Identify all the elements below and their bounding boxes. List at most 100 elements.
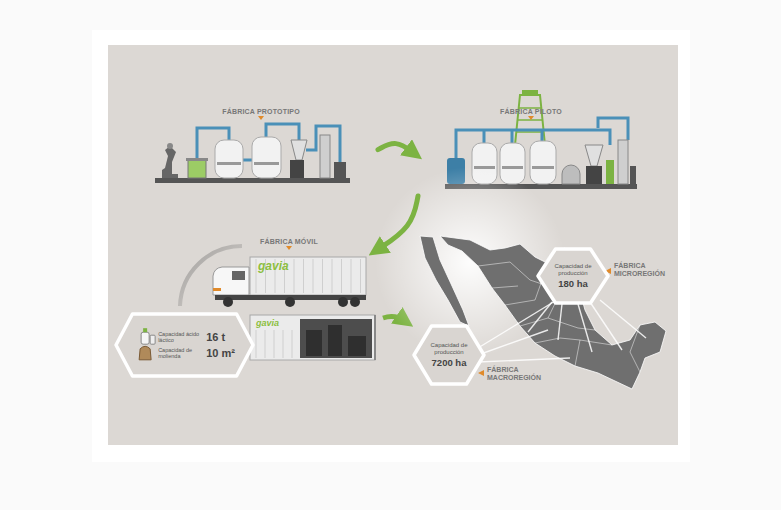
- prototype-factory-illustration-part: [291, 140, 307, 160]
- bottle-icon: [141, 332, 149, 344]
- trailer-rib: [322, 259, 323, 293]
- capacity-value: 180 ha: [550, 278, 596, 289]
- marker-triangle: [286, 246, 292, 250]
- pilot-factory-illustration-part: [484, 130, 542, 143]
- container-rib: [265, 330, 266, 358]
- hexagon-content: Capacidad de producción180 ha: [550, 263, 596, 290]
- capacity-value: 10 m²: [206, 347, 235, 359]
- mobile-factory-illustration-part: [374, 315, 376, 360]
- product-icons: [139, 328, 155, 360]
- pilot-factory-illustration-part: [585, 145, 603, 166]
- marker-triangle: [478, 370, 484, 376]
- trailer-rib: [303, 259, 304, 293]
- trailer-ribs: [256, 259, 361, 293]
- capacity-hexagon: Capacidad ácido láctico 16 t Capacidad de …: [116, 314, 253, 376]
- capacity-hexagon: Capacidad de producción180 ha: [538, 249, 608, 303]
- pilot-factory-illustration-part: [522, 90, 538, 96]
- capacity-label: Capacidad de molienda: [158, 347, 202, 360]
- factory-label: FÁBRICA MICROREGIÓN: [614, 262, 672, 278]
- container-rib: [283, 330, 284, 358]
- prototype-factory-illustration-part: [188, 160, 206, 178]
- mexico-map-part: [478, 298, 646, 362]
- prototype-factory-illustration-part: [290, 160, 304, 178]
- stage-heading: FÁBRICA MÓVIL: [205, 238, 373, 245]
- mexico-map-part: [590, 302, 622, 350]
- mobile-factory-illustration-part: [232, 271, 245, 280]
- prototype-factory-illustration-part: [217, 162, 241, 165]
- mobile-factory-illustration-part: [213, 288, 221, 291]
- pilot-factory-illustration-part: [502, 166, 523, 169]
- hexagon-outline: [538, 249, 608, 303]
- stage-heading: FÁBRICA PILOTO: [420, 108, 642, 115]
- prototype-factory-illustration-part: [254, 162, 279, 165]
- capacity-label: Capacidad de producción: [550, 263, 596, 277]
- hexagon-outline: [414, 326, 484, 384]
- marker-triangle: [258, 116, 264, 120]
- prototype-factory-illustration-part: [162, 146, 178, 178]
- pilot-factory-illustration-part: [598, 118, 628, 140]
- mobile-factory-illustration-part: [250, 315, 375, 360]
- container-ribs: [256, 330, 292, 358]
- frame-part: [108, 45, 678, 445]
- stage-heading: FÁBRICA PROTOTIPO: [150, 108, 372, 115]
- prototype-factory-illustration-part: [215, 140, 243, 178]
- mobile-factory-illustration-part: [350, 297, 360, 307]
- capacity-label: Capacidad de producción: [426, 342, 472, 356]
- mexico-map-part: [478, 330, 548, 355]
- hexagon-outline: [414, 326, 484, 384]
- prototype-factory-illustration-part: [167, 143, 173, 149]
- bottle-cap: [143, 328, 147, 332]
- hexagon-content: Capacidad de producción7200 ha: [426, 342, 472, 369]
- mobile-factory-illustration-part: [250, 257, 366, 295]
- hexagon-outline: [116, 314, 253, 376]
- frame-part: [92, 30, 690, 462]
- trailer-rib: [332, 259, 333, 293]
- trailer-rib: [341, 259, 342, 293]
- pilot-factory-illustration-part: [562, 165, 580, 184]
- pilot-factory-illustration-part: [630, 166, 636, 184]
- mexico-map-part: [478, 252, 640, 372]
- sack-icon: [139, 346, 151, 360]
- prototype-factory-illustration: [155, 124, 350, 183]
- pilot-factory-illustration-part: [532, 166, 554, 169]
- pilot-factory-illustration-part: [606, 160, 614, 184]
- mobile-factory-illustration-part: [285, 297, 295, 307]
- flow-arrow: [377, 196, 418, 250]
- factory-label: FÁBRICA MACROREGIÓN: [487, 366, 545, 382]
- capacity-value: 16 t: [206, 331, 225, 343]
- mobile-factory-illustration-part: [328, 325, 342, 356]
- brand-logo: gavia: [256, 318, 279, 328]
- hexagon-outline: [538, 249, 608, 303]
- capacity-value: 7200 ha: [426, 357, 472, 368]
- mobile-factory-illustration-part: [300, 319, 372, 358]
- prototype-factory-illustration-part: [186, 158, 208, 161]
- mexico-map: [375, 167, 666, 389]
- marker-triangle: [528, 116, 534, 120]
- mobile-factory-illustration: [180, 246, 405, 360]
- prototype-factory-illustration-part: [155, 178, 350, 183]
- pilot-factory-illustration-part: [530, 141, 556, 184]
- container-rib: [274, 330, 275, 358]
- prototype-factory-illustration-part: [334, 162, 346, 178]
- mobile-factory-illustration-part: [306, 330, 322, 356]
- mexico-map-part: [478, 358, 570, 362]
- pilot-factory-illustration-part: [618, 140, 628, 184]
- capacity-label: Capacidad ácido láctico: [158, 331, 202, 344]
- container-rib: [256, 330, 257, 358]
- bottle-icon: [150, 335, 155, 344]
- capacity-hexagon: Capacidad de producción7200 ha: [414, 326, 484, 384]
- mexico-map-part: [578, 304, 592, 352]
- mexico-map-part: [558, 304, 562, 340]
- trailer-rib: [256, 259, 257, 293]
- prototype-factory-illustration-part: [243, 159, 252, 162]
- pilot-factory-illustration-part: [586, 166, 602, 184]
- factory-stage: FÁBRICA MÓVIL: [205, 236, 373, 306]
- hexagon-content: Capacidad ácido láctico 16 t Capacidad de …: [134, 328, 235, 362]
- hexagon-outline: [116, 314, 253, 376]
- capacity-row: Capacidad de molienda 10 m²: [134, 347, 235, 360]
- trailer-rib: [351, 259, 352, 293]
- flow-arrow: [378, 144, 414, 154]
